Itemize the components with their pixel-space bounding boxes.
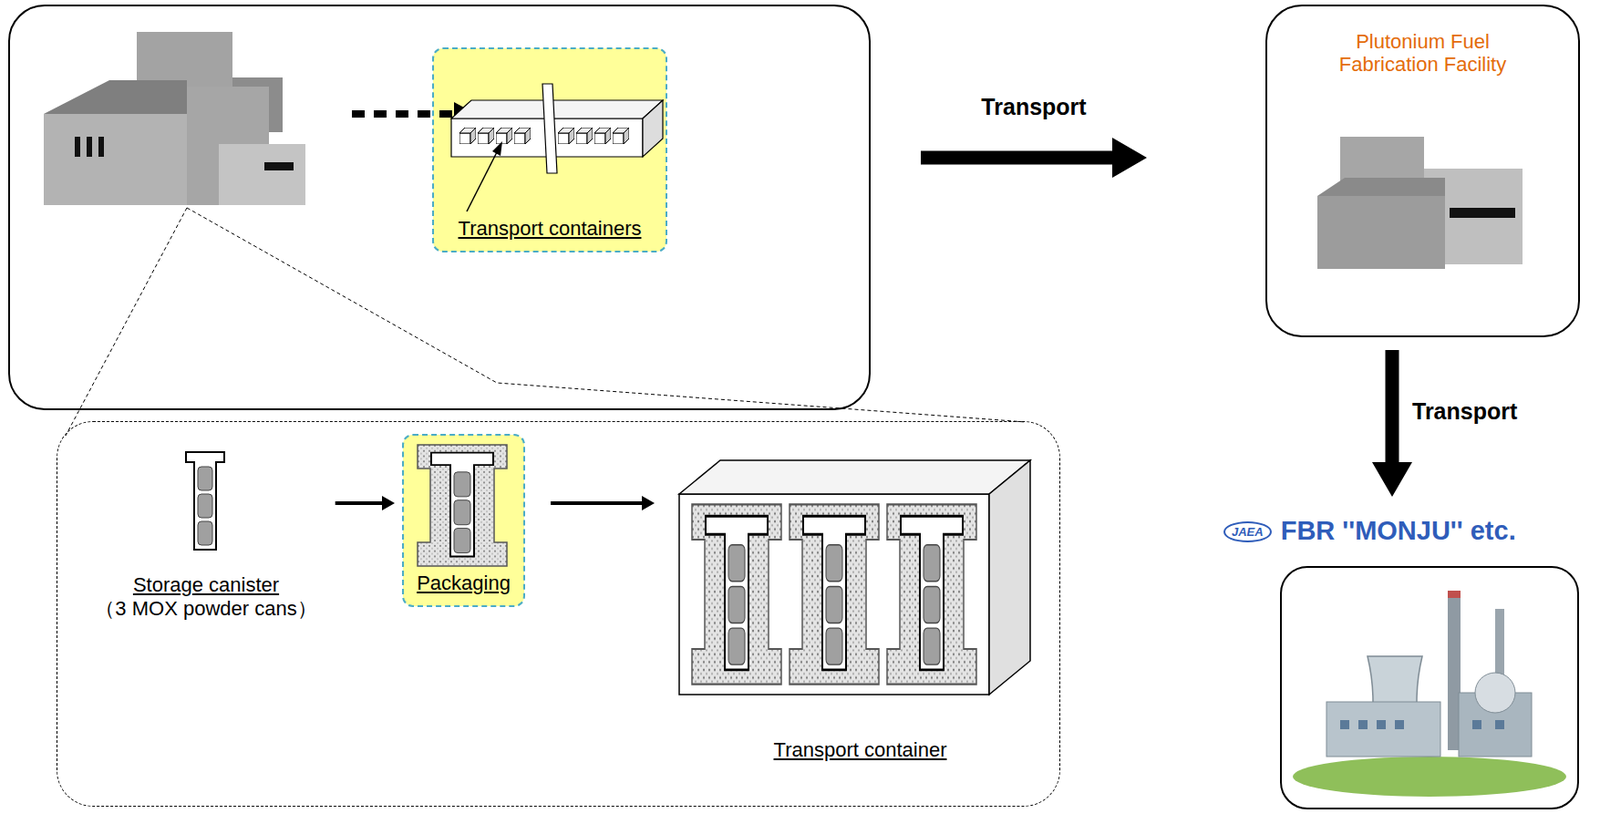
flow-arrow (335, 495, 395, 511)
power-plant-icon (1326, 701, 1441, 757)
fabrication-building-icon (1449, 207, 1516, 218)
highlight-box: Transport containers (432, 47, 668, 253)
logo-mark: JAEA (1223, 521, 1272, 543)
transport-container-icon (691, 504, 782, 684)
building-icon (43, 113, 187, 206)
box-fill (402, 434, 525, 607)
callout-lines (186, 207, 1026, 423)
containers-illustration (459, 127, 476, 145)
transport-container-icon (887, 504, 977, 684)
containers-illustration (542, 83, 558, 174)
transport-arrow (1372, 350, 1413, 497)
power-plant-icon (1292, 756, 1567, 797)
containers-illustration (514, 127, 531, 145)
power-plant-icon (1495, 720, 1505, 730)
power-plant-icon (1358, 720, 1368, 730)
power-plant-icon (1475, 672, 1516, 713)
site-box: Transport containers (8, 4, 871, 411)
heading-text: FBR ''MONJU'' etc. (1280, 516, 1517, 547)
containers-illustration (495, 127, 513, 145)
canister-item: Storage canister（3 MOX powder cans） (83, 447, 328, 626)
facility-box: Plutonium Fuel Fabrication Facility (1265, 4, 1580, 338)
detail-region: Storage canister（3 MOX powder cans） Packa… (56, 421, 1061, 807)
flow-arrow (550, 495, 655, 511)
dotted-arrow (351, 110, 456, 118)
power-plant-icon (1340, 720, 1350, 730)
building-icon (98, 136, 104, 157)
containers-illustration (466, 148, 499, 212)
container-item: Transport container (670, 456, 1050, 767)
power-plant-icon (1394, 720, 1404, 730)
power-plant-icon (1447, 590, 1461, 599)
containers-illustration (576, 127, 593, 145)
containers-illustration (594, 127, 611, 145)
packaging-icon (417, 444, 507, 567)
node-text: Transport containers (458, 216, 642, 240)
containers-illustration (451, 100, 663, 119)
fabrication-building-icon (1317, 196, 1446, 269)
containers-illustration (557, 127, 575, 145)
box-fill (402, 48, 667, 607)
node-text: （3 MOX powder cans） (94, 597, 317, 620)
transport-container-icon (989, 460, 1031, 695)
callout-lines (65, 207, 187, 436)
containers-illustration (451, 83, 663, 212)
power-plant-icon (1472, 720, 1482, 730)
fabrication-building-icon (1317, 177, 1446, 197)
building-icon (43, 80, 187, 114)
containers-illustration (612, 127, 630, 145)
highlight-box: Packaging (402, 433, 526, 608)
callout-lines (65, 207, 1026, 436)
edge-label: Transport (1412, 397, 1518, 424)
packaging-icon (417, 444, 507, 567)
box-fill (433, 48, 667, 252)
building-icon (86, 136, 93, 157)
containers-illustration (477, 127, 495, 145)
node-text: Plutonium Fuel Fabrication Facility (1318, 30, 1528, 77)
fabrication-building-icon (1317, 136, 1523, 269)
containers-illustration (492, 141, 503, 156)
reactor-box: JAEA FBR ''MONJU'' etc. (1212, 505, 1591, 810)
containers-illustration (642, 100, 663, 157)
building-icon (218, 144, 306, 206)
transport-container-icon (679, 460, 1031, 495)
power-plant-icon (1376, 720, 1386, 730)
transport-container-icon (789, 504, 879, 684)
building-icon (43, 31, 306, 206)
edge-label: Transport (980, 93, 1086, 121)
node-text: Transport container (774, 738, 948, 762)
reactor-frame (1280, 566, 1580, 810)
heading-row: JAEA FBR ''MONJU'' etc. (1212, 505, 1591, 558)
building-icon (74, 136, 81, 157)
node-text: Storage canister (133, 573, 279, 597)
node-text: Packaging (416, 571, 511, 595)
storage-canister-icon (185, 452, 225, 550)
storage-canister-icon (185, 452, 225, 550)
transport-container-icon (679, 494, 990, 695)
transport-container-icon (679, 460, 1031, 695)
building-icon (264, 162, 294, 171)
transport-arrow (920, 137, 1147, 178)
power-plant-icon (1292, 590, 1567, 797)
